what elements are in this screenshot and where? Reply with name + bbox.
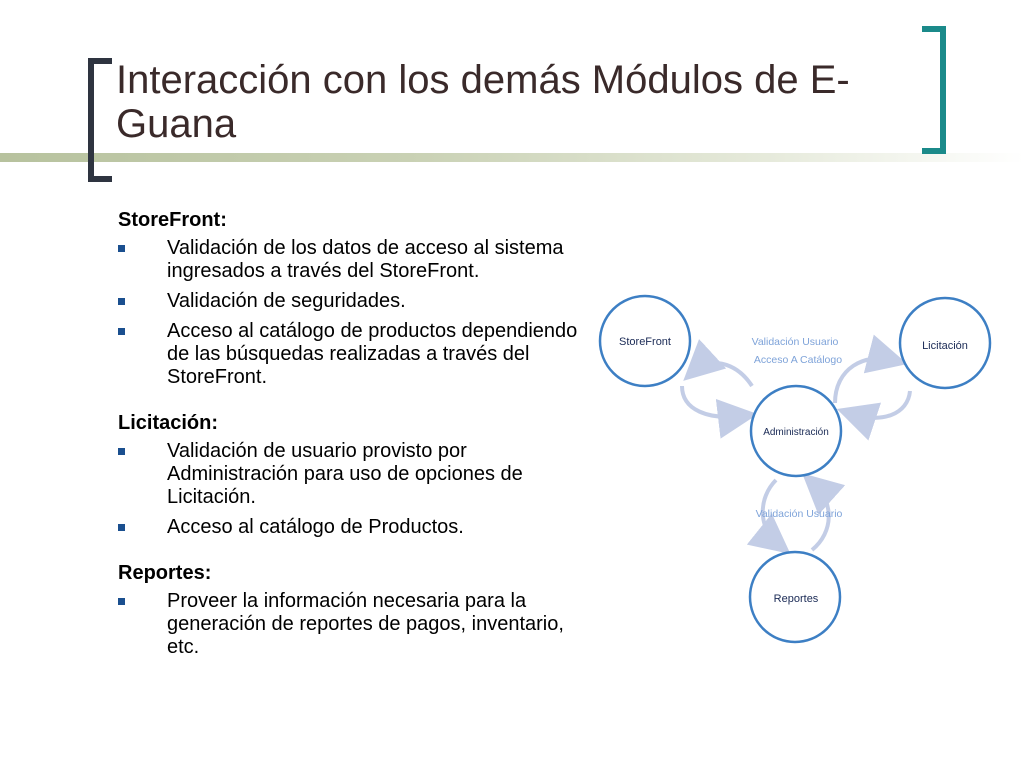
square-bullet-icon — [118, 524, 125, 531]
section-licitacion: Licitación: Validación de usuario provis… — [118, 411, 598, 539]
section-heading: StoreFront: — [118, 209, 227, 231]
edge-label-validacion-usuario-top: Validación Usuario — [752, 336, 839, 348]
bullet-item: Acceso al catálogo de Productos. — [118, 516, 598, 539]
title-underline-bar — [0, 153, 1024, 162]
bullet-text: Acceso al catálogo de Productos. — [167, 516, 464, 538]
node-administracion-label: Administración — [763, 427, 829, 438]
bullet-text: Validación de usuario provisto por Admin… — [167, 440, 523, 508]
arrow-admin-to-storefront — [683, 339, 754, 388]
node-administracion: Administración — [749, 384, 843, 478]
bullet-list: Validación de los datos de acceso al sis… — [118, 237, 598, 389]
square-bullet-icon — [118, 245, 125, 252]
arrow-admin-to-reportes — [746, 478, 791, 555]
bullet-text: Validación de los datos de acceso al sis… — [167, 237, 564, 282]
bullet-list: Proveer la información necesaria para la… — [118, 590, 598, 659]
node-reportes-label: Reportes — [774, 593, 819, 605]
arrow-storefront-to-admin — [680, 385, 758, 439]
bullet-item: Validación de los datos de acceso al sis… — [118, 237, 598, 283]
bullet-text: Proveer la información necesaria para la… — [167, 590, 564, 658]
square-bullet-icon — [118, 298, 125, 305]
node-storefront: StoreFront — [598, 294, 692, 388]
edge-label-validacion-usuario-bottom: Validación Usuario — [756, 508, 843, 520]
bullet-item: Validación de usuario provisto por Admin… — [118, 440, 598, 509]
square-bullet-icon — [118, 328, 125, 335]
arrow-licitacion-to-admin — [836, 390, 912, 441]
node-licitacion-label: Licitación — [922, 340, 968, 352]
bullet-list: Validación de usuario provisto por Admin… — [118, 440, 598, 539]
node-reportes: Reportes — [748, 550, 842, 644]
bullet-item: Proveer la información necesaria para la… — [118, 590, 598, 659]
bullet-item: Validación de seguridades. — [118, 290, 598, 313]
bullet-item: Acceso al catálogo de productos dependie… — [118, 320, 598, 389]
square-bullet-icon — [118, 448, 125, 455]
page-title: Interacción con los demás Módulos de E-G… — [116, 58, 850, 146]
arrow-reportes-to-admin — [802, 473, 846, 552]
content-area: StoreFront: Validación de los datos de a… — [118, 208, 598, 681]
section-heading: Reportes: — [118, 562, 212, 584]
node-storefront-label: StoreFront — [619, 336, 671, 348]
section-heading: Licitación: — [118, 412, 219, 434]
right-bracket-decoration — [922, 26, 946, 154]
module-interaction-diagram: StoreFront Licitación Administración Rep… — [598, 294, 992, 644]
arrow-admin-to-licitacion — [833, 334, 908, 404]
bullet-text: Validación de seguridades. — [167, 290, 406, 312]
left-bracket-decoration — [88, 58, 112, 182]
edge-label-acceso-catalogo: Acceso A Catálogo — [754, 354, 842, 366]
section-storefront: StoreFront: Validación de los datos de a… — [118, 208, 598, 389]
square-bullet-icon — [118, 598, 125, 605]
node-licitacion: Licitación — [898, 296, 992, 390]
bullet-text: Acceso al catálogo de productos dependie… — [167, 320, 578, 388]
section-reportes: Reportes: Proveer la información necesar… — [118, 561, 598, 659]
